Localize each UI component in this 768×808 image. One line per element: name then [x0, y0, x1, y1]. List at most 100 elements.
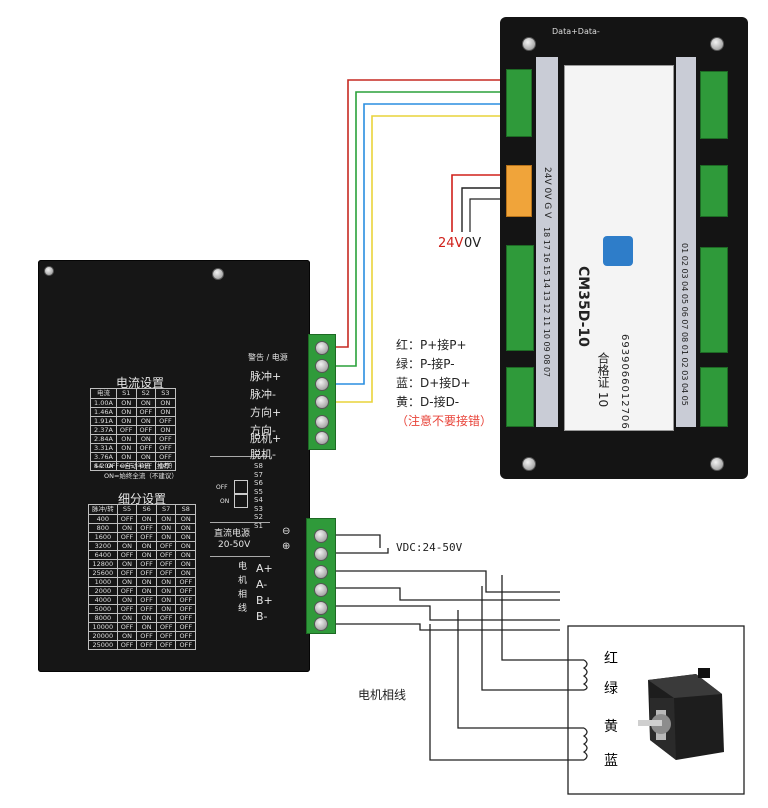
screw-icon — [314, 617, 328, 631]
phase-b-minus: B- — [256, 610, 268, 623]
controller-info-label: CM35D-10 合格证 10 6939066012706 — [564, 65, 674, 431]
table-cell: 25000 — [88, 640, 118, 650]
terminal-block-out-2 — [700, 367, 728, 427]
table-cell: OFF — [136, 595, 157, 605]
screw-icon — [314, 583, 328, 597]
table-cell: 1.91A — [90, 416, 117, 426]
table-cell: 10000 — [88, 622, 118, 632]
table-cell: OFF — [155, 631, 177, 641]
mount-hole — [522, 457, 536, 471]
table-cell: 2000 — [88, 586, 118, 596]
table-cell: OFF — [175, 622, 197, 632]
table-cell: ON — [116, 631, 138, 641]
table-cell: ON — [175, 523, 197, 533]
mount-hole — [522, 37, 536, 51]
signal-label-ena-minus: 脱机- — [250, 448, 276, 461]
table-cell: OFF — [175, 595, 197, 605]
motor-wire-3 — [457, 610, 584, 729]
terminal-block-y — [700, 71, 728, 139]
table-cell: OFF — [155, 434, 176, 444]
table-cell: OFF — [155, 559, 177, 569]
phase-a-plus: A+ — [256, 562, 273, 575]
table-cell: OFF — [116, 586, 138, 596]
table-cell: ON — [116, 541, 138, 551]
plus-symbol: ⊕ — [282, 541, 291, 552]
table-cell: 400 — [88, 514, 118, 524]
signal-legend: 红：P+接P+ 绿：P-接P- 蓝：D+接D+ 黄：D-接D- （注意不要接错） — [396, 336, 492, 431]
table-cell: ON — [135, 416, 157, 426]
wire-24v — [451, 174, 506, 232]
table-cell: ON — [155, 577, 177, 587]
table-cell: OFF — [116, 622, 138, 632]
table-cell: ON — [175, 514, 197, 524]
table-cell: ON — [175, 568, 197, 578]
terminal-block-power — [506, 165, 532, 217]
table-cell: ON — [116, 523, 138, 533]
number-row-left: 18 17 16 15 14 13 12 11 10 09 08 07 — [542, 227, 551, 378]
table-cell: ON — [155, 523, 177, 533]
table-cell: OFF — [175, 613, 197, 623]
table-cell: ON — [136, 586, 157, 596]
table-cell: OFF — [155, 416, 176, 426]
table-cell: 8000 — [88, 613, 118, 623]
motor-color-red: 红 — [604, 651, 618, 667]
dip-label: S3 — [254, 504, 263, 513]
table-cell: OFF — [136, 640, 157, 650]
col-header: S1 — [115, 388, 137, 399]
s4-note-2: ON=始终全流（不建议） — [104, 472, 178, 480]
mount-hole — [44, 266, 54, 276]
driver-terminal-power — [306, 518, 336, 634]
screw-icon — [314, 601, 328, 615]
col-header: S7 — [155, 504, 177, 515]
table-cell: OFF — [116, 640, 138, 650]
table-cell: ON — [136, 613, 157, 623]
table-cell: ON — [155, 586, 177, 596]
screw-icon — [315, 377, 329, 391]
table-cell: OFF — [136, 532, 157, 542]
table-cell: OFF — [155, 640, 177, 650]
table-cell: ON — [115, 434, 137, 444]
table-cell: 25600 — [88, 568, 118, 578]
switch-off-icon — [234, 480, 248, 494]
s4-note-1: S4: OFF=自动半流（推荐） — [94, 462, 177, 470]
dip-label: S4 — [254, 496, 263, 504]
motor-wire-label: 电机相线 — [358, 688, 407, 702]
dc-power-title: 直流电源 — [214, 529, 251, 539]
table-cell: OFF — [155, 622, 177, 632]
signal-label-dir-plus: 方向+ — [250, 406, 282, 419]
table-cell: 3200 — [88, 541, 118, 551]
screw-icon — [314, 565, 328, 579]
wire-vdc-pos — [334, 548, 389, 554]
table-cell: ON — [155, 532, 177, 542]
phase-a-minus: A- — [256, 578, 268, 591]
legend-warning: （注意不要接错） — [396, 414, 493, 428]
motor-wire-1 — [501, 575, 584, 661]
table-cell: ON — [175, 550, 197, 560]
legend-item: 绿：P-接P- — [396, 357, 455, 371]
col-header: S6 — [136, 504, 157, 515]
table-cell: 12800 — [88, 559, 118, 569]
barcode-number: 6939066012706 — [619, 334, 630, 430]
table-cell: ON — [115, 416, 137, 426]
vdc-label: VDC:24-50V — [396, 541, 463, 554]
screw-icon — [314, 529, 328, 543]
label-0v: 0V — [464, 236, 482, 251]
table-cell: 2.37A — [90, 425, 117, 435]
motor-color-blue: 蓝 — [604, 753, 618, 769]
table-cell: ON — [115, 407, 137, 417]
divider — [210, 522, 270, 523]
